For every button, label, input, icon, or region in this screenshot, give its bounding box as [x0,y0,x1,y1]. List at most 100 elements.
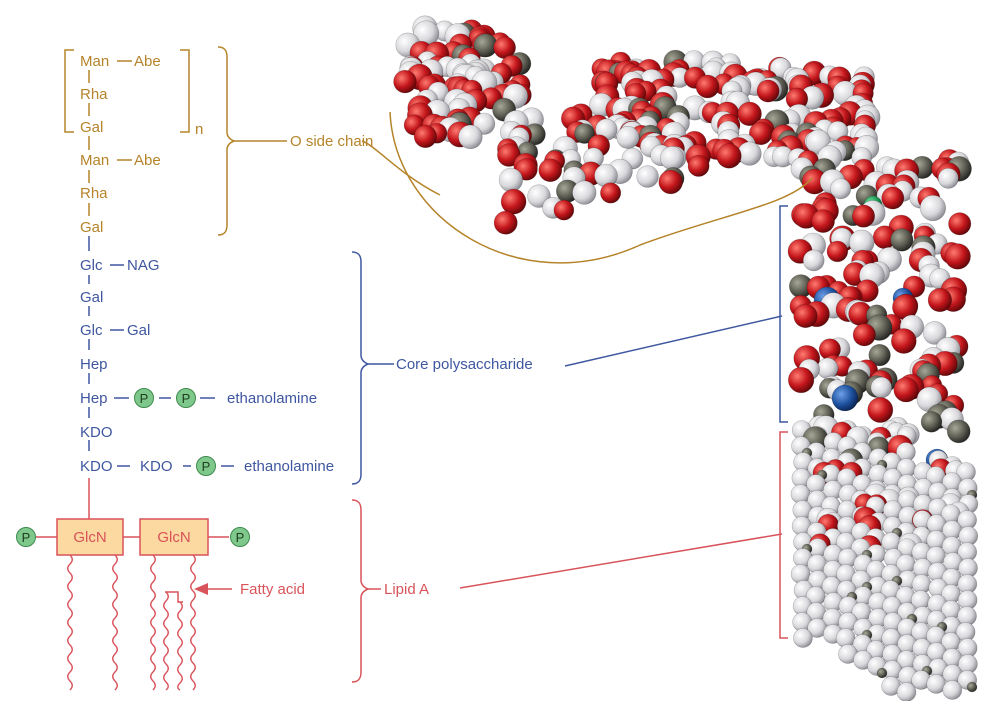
carbon-atom [966,681,978,693]
o-chain-pointer [361,140,441,196]
hydrogen-atom [636,165,659,188]
core-region-bracket [779,205,788,423]
kdo-label: KDO [80,424,113,441]
hep-label: Hep [80,356,108,373]
oxygen-atom [393,69,417,94]
fatty-acid-tail [190,554,196,691]
fatty-acid-label: Fatty acid [240,581,305,598]
oxygen-atom [600,182,622,204]
carbon-atom [876,667,888,679]
glc-label: Glc [80,322,103,339]
core-polysaccharide-label: Core polysaccharide [396,356,533,373]
glcn-label: GlcN [157,529,190,546]
glcn-label: GlcN [73,529,106,546]
fatty-acid-chains [67,554,196,691]
oxygen-atom [927,287,953,313]
ethanolamine-label: ethanolamine [244,458,334,475]
oxygen-atom [881,186,905,210]
oxygen-atom [948,212,972,236]
oxygen-atom [944,243,971,270]
rha-label: Rha [80,185,108,202]
fatty-acid-tail [163,591,169,691]
oxygen-atom [695,74,720,99]
carbon-atom [946,419,971,444]
carbon-atom [868,344,891,367]
nitrogen-atom [831,384,859,412]
abe-label: Abe [134,53,161,70]
core-brace [351,251,371,485]
hydrogen-atom [659,146,684,171]
hydrogen-atom [830,178,852,200]
phosphate-label: P [140,391,149,406]
oxygen-atom [893,377,919,403]
o-side-chain: Man Abe Rha Gal n Man Abe Rha Gal O side… [64,46,813,264]
oxygen-atom [538,158,563,182]
oxygen-atom [553,199,575,221]
hydrogen-atom [816,357,839,379]
fatty-acid-tail [112,554,118,691]
carbon-atom [574,123,595,144]
gal-label: Gal [80,289,103,306]
o-chain-lines [64,46,813,264]
oxygen-atom [756,79,780,103]
repeat-count-label: n [195,121,203,138]
hydrogen-atom [919,194,947,222]
phosphate-group: P [134,388,154,408]
oxygen-atom [826,240,849,263]
hydrogen-atom [802,249,825,272]
nag-label: NAG [127,257,160,274]
phosphate-label: P [236,530,245,545]
kdo-label: KDO [80,458,113,475]
fatty-acid-tail [150,554,156,691]
phosphate-group: P [230,527,250,547]
kdo-label: KDO [140,458,173,475]
repeat-bracket-right [180,49,190,133]
hydrogen-atom [896,682,917,701]
oxygen-atom [716,143,742,169]
carbon-atom [890,228,914,252]
fatty-acid-tail [177,601,183,691]
phosphate-label: P [202,459,211,474]
phosphate-group: P [176,388,196,408]
hydrogen-atom [793,628,813,648]
phosphate-label: P [22,530,31,545]
hep-label: Hep [80,390,108,407]
oxygen-atom [413,124,438,148]
lipid-a: GlcN GlcN P P Fatty acid Lipid A [16,431,788,691]
lipid-a-label: Lipid A [384,581,429,598]
glc-label: Glc [80,257,103,274]
core-polysaccharide: Glc NAG Gal Glc Gal Hep Hep P P ethanola… [80,205,788,485]
oxygen-atom [787,366,815,394]
oxygen-atom [500,188,527,215]
lipid-pointer [459,533,783,589]
glcn-box [56,518,124,556]
oxygen-atom [658,169,683,195]
lipid-brace [351,499,371,683]
lipid-region-bracket [779,431,788,639]
oxygen-atom [851,204,875,228]
hydrogen-atom [937,167,959,189]
hydrogen-atom [616,125,640,149]
space-filling-molecular-model [393,15,979,701]
oxygen-atom [890,328,917,354]
gal-label: Gal [127,322,150,339]
repeat-bracket-left [64,49,74,133]
hydrogen-atom [572,180,597,205]
gal-label: Gal [80,119,103,136]
o-chain-region-curve [389,111,813,264]
oxygen-atom [811,209,835,233]
oxygen-atom [867,397,894,423]
phosphate-group: P [196,456,216,476]
gal-label: Gal [80,219,103,236]
hydrogen-atom [458,124,483,150]
hydrogen-atom [870,376,892,399]
hydrogen-atom [942,680,963,700]
core-lines [88,205,788,485]
ethanolamine-label: ethanolamine [227,390,317,407]
phosphate-group: P [16,527,36,547]
hydrogen-atom [498,167,524,192]
man-label: Man [80,53,109,70]
fatty-acid-arrow [194,583,232,595]
lipid-lines [36,431,788,683]
